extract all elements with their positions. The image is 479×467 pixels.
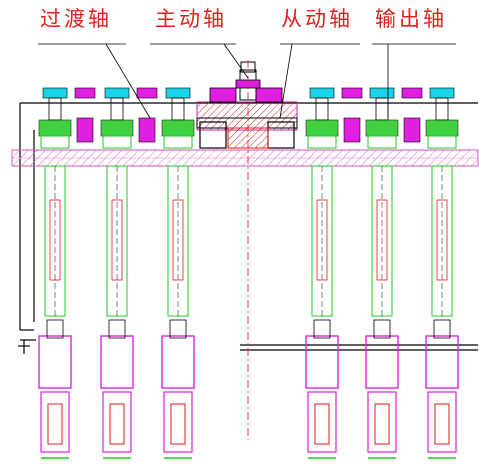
shaft-collar [305, 119, 339, 137]
gear-top-cap [401, 87, 423, 99]
shaft-bearing [102, 135, 132, 149]
shaft-stud [315, 97, 329, 121]
shaft-holder [102, 391, 132, 453]
shaft-bearing [367, 135, 397, 149]
shaft-bearing [307, 135, 337, 149]
shaft-stud [435, 97, 449, 121]
gear-top-cap [136, 87, 158, 99]
shaft-holder [367, 391, 397, 453]
shaft-top-nut [165, 87, 191, 99]
shaft-coupling [38, 335, 72, 389]
gear-assembly [196, 60, 298, 440]
shaft-top-nut [309, 87, 335, 99]
shaft-tool [170, 403, 186, 445]
shaft-coupling [161, 335, 195, 389]
label-driven-shaft: 从动轴 [281, 7, 353, 31]
shaft-holder [163, 391, 193, 453]
gear-top-cap [74, 87, 96, 99]
shaft-neck [46, 319, 64, 339]
shaft-assemblies [38, 87, 459, 459]
shaft-coupling [305, 335, 339, 389]
shaft-collar [365, 119, 399, 137]
shaft-top-nut [104, 87, 130, 99]
shaft-collar [100, 119, 134, 137]
shaft-coupling [365, 335, 399, 389]
shaft-stud [48, 97, 62, 121]
shaft-collar [161, 119, 195, 137]
gear-body [343, 117, 361, 143]
shaft-tool [109, 403, 125, 445]
shaft-holder [307, 391, 337, 453]
shaft-top-nut [369, 87, 395, 99]
shaft-bearing [163, 135, 193, 149]
shaft-neck [373, 319, 391, 339]
gear-body [76, 117, 94, 143]
shaft-bearing [427, 135, 457, 149]
shaft-tool [47, 403, 63, 445]
gear-body [138, 117, 156, 143]
gear-top-cap [341, 87, 363, 99]
shaft-neck [169, 319, 187, 339]
label-drive-shaft: 主动轴 [155, 7, 227, 31]
shaft-stud [110, 97, 124, 121]
shaft-coupling [425, 335, 459, 389]
gear-body [403, 117, 421, 143]
shaft-stud [171, 97, 185, 121]
shaft-tool [314, 403, 330, 445]
shaft-holder [40, 391, 70, 453]
shaft-top-nut [42, 87, 68, 99]
shaft-collar [425, 119, 459, 137]
leader-lines [38, 43, 456, 119]
label-output-shaft: 输出轴 [375, 7, 447, 31]
shaft-bearing [40, 135, 70, 149]
shaft-tool [434, 403, 450, 445]
shaft-neck [108, 319, 126, 339]
hatched-plate [11, 149, 479, 167]
shaft-stud [375, 97, 389, 121]
shaft-neck [433, 319, 451, 339]
shaft-neck [313, 319, 331, 339]
shaft-holder [427, 391, 457, 453]
shaft-top-nut [429, 87, 455, 99]
shaft-coupling [100, 335, 134, 389]
shaft-collar [38, 119, 72, 137]
shaft-tool [374, 403, 390, 445]
label-transition-shaft: 过渡轴 [40, 7, 112, 31]
